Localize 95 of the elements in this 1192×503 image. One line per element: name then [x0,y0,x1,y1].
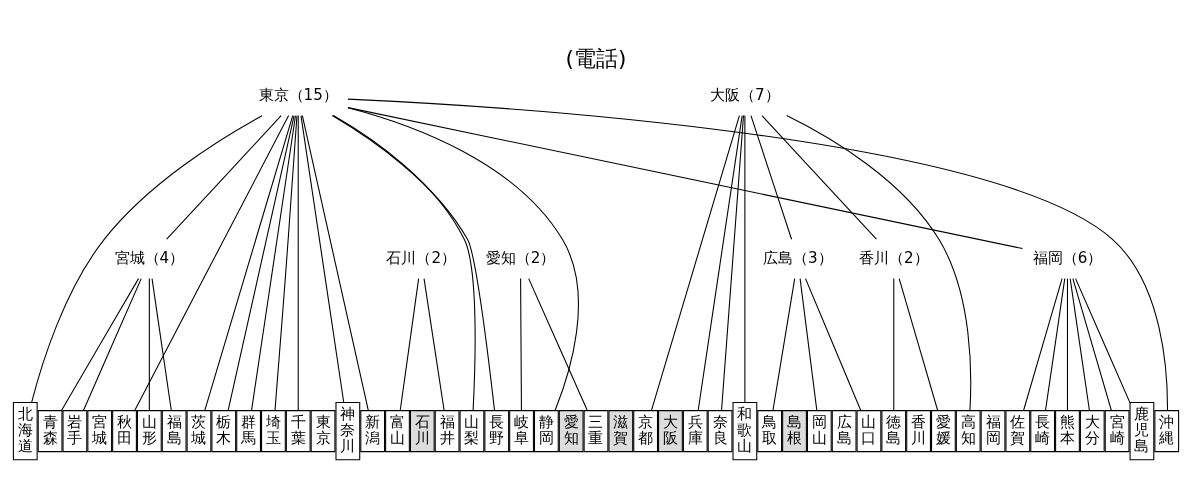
node-box: 鳥取 [757,409,783,452]
connector [60,277,140,411]
node-text: 愛知（2） [485,248,556,267]
connector [301,114,369,411]
connector [134,114,290,411]
connector [151,277,172,411]
node-box: 島根 [782,409,807,452]
connector [148,277,150,411]
connector [893,277,895,411]
node-box: 岐阜 [509,409,534,452]
node-box: 群馬 [236,409,261,452]
connector [804,277,862,411]
connector [650,114,740,411]
connector [1044,277,1066,411]
connector [82,277,142,411]
connector [274,114,298,411]
node-box: 長野 [484,409,510,452]
connector [750,114,793,240]
node-box: 福井 [434,409,460,452]
node-box: 山梨 [459,409,485,452]
node-box: 和歌山 [732,401,758,460]
connector [423,277,445,411]
connector [721,114,745,411]
node-box: 熊本 [1055,409,1080,452]
node-box: 奈良 [707,409,733,452]
connector [761,114,877,240]
node-box: 福島 [161,409,187,452]
node-box: 沖縄 [1154,409,1180,452]
node-box: 石川 [409,409,435,452]
node-box: 茨城 [186,409,212,452]
node-box: 神奈川 [335,401,361,460]
connector [786,114,972,411]
node-box: 山口 [856,409,882,452]
node-box: 秋田 [112,409,137,452]
connector [1075,277,1131,403]
connector [204,114,294,411]
node-text: 大阪（7） [710,85,780,104]
node-box: 山形 [136,409,162,452]
node-box: 青森 [37,409,63,452]
node-text: 石川（2） [386,248,457,267]
connector [347,106,579,411]
node-text: 福岡（6） [1032,248,1103,267]
node-box: 北海道 [12,401,38,460]
connector [697,114,743,411]
connector [297,114,299,411]
node-box: 愛知 [558,409,584,452]
node-box: 静岡 [533,409,559,452]
node-box: 愛媛 [931,409,956,452]
node-box: 徳島 [881,409,907,452]
connector [166,114,282,240]
connector [31,114,263,403]
node-box: 岩手 [62,409,88,452]
node-box: 高知 [955,409,981,452]
node-box: 滋賀 [608,409,634,452]
node-text: 広島（3） [762,248,833,267]
node-box: 大分 [1079,409,1105,452]
connector [799,277,818,411]
connector [528,277,588,411]
node-box: 長崎 [1030,409,1056,452]
connector [744,114,746,403]
connector [347,106,1024,249]
connector [227,114,295,411]
node-box: 兵庫 [682,409,708,452]
node-text: 宮城（4） [114,248,185,267]
connector [251,114,297,411]
node-box: 富山 [385,409,410,452]
node-box: 宮崎 [1104,409,1130,452]
node-text: 香川（2） [858,248,929,267]
node-box: 京都 [633,409,659,452]
connector [772,277,796,411]
connector [1072,277,1112,411]
diagram-title: (電話) [565,45,627,71]
connector [1023,277,1063,411]
node-box: 千葉 [285,409,311,452]
node-box: 宮城 [87,409,113,452]
node-box: 東京 [310,409,336,452]
connector [898,277,939,411]
node-box: 佐賀 [1005,409,1031,452]
node-box: 新潟 [360,409,386,452]
node-box: 香川 [906,409,931,452]
connector [1066,277,1068,411]
node-box: 鹿児島 [1129,401,1155,460]
node-box: 栃木 [211,409,237,452]
node-box: 埼玉 [261,409,286,452]
connector [399,277,420,411]
node-text: 東京（15） [258,85,338,104]
connector [1069,277,1090,411]
node-box: 岡山 [806,409,832,452]
connector [520,277,522,411]
node-box: 福岡 [980,409,1006,452]
node-box: 三重 [583,409,609,452]
connector [300,114,345,403]
node-box: 広島 [831,409,857,452]
connector [347,98,1168,411]
node-box: 大阪 [658,409,683,452]
